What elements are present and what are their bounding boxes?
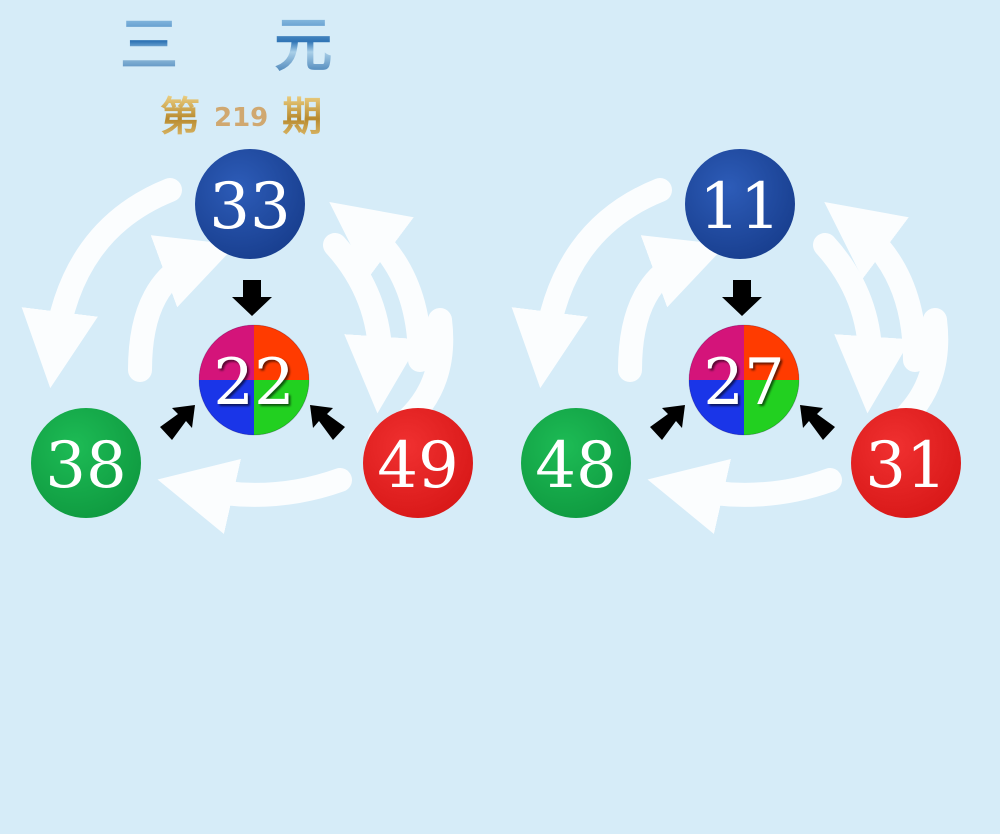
- top-ball-number: 33: [209, 170, 290, 244]
- center-ball-number: 22: [213, 346, 294, 420]
- issue-label: 第 219 期: [160, 92, 322, 142]
- issue-suffix: 期: [282, 93, 323, 140]
- center-ball: 22: [198, 324, 310, 436]
- arrow-icon: [650, 280, 835, 440]
- issue-number: 219: [214, 103, 269, 133]
- left-ball-number: 38: [45, 429, 126, 503]
- top-ball-number: 11: [699, 170, 780, 244]
- center-ball: 27: [688, 324, 800, 436]
- top-ball: 33: [195, 149, 305, 259]
- group-2: 27 11 48 31: [511, 149, 961, 534]
- cycle-arrow-icon: [21, 178, 454, 534]
- right-ball-number: 31: [865, 429, 946, 503]
- right-ball: 49: [363, 408, 473, 518]
- center-ball-number: 27: [703, 346, 784, 420]
- left-ball: 48: [521, 408, 631, 518]
- top-ball: 11: [685, 149, 795, 259]
- right-ball-number: 49: [377, 429, 458, 503]
- issue-prefix: 第: [160, 93, 200, 140]
- left-ball: 38: [31, 408, 141, 518]
- left-ball-number: 48: [535, 429, 616, 503]
- arrow-icon: [160, 280, 345, 440]
- group-1: 22 33 38 49: [21, 149, 473, 534]
- right-ball: 31: [851, 408, 961, 518]
